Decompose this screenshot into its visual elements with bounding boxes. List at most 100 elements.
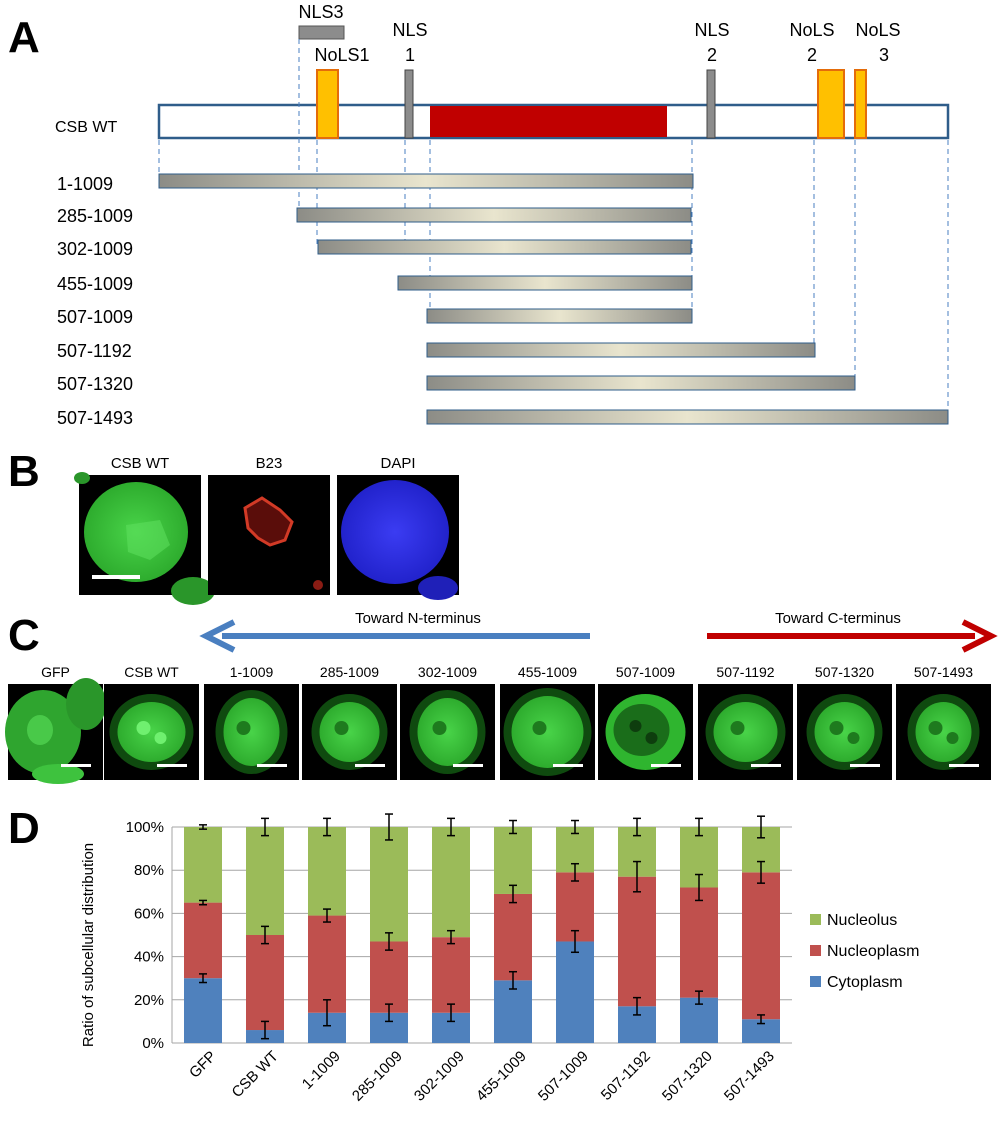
y-tick-label: 60% <box>134 905 164 922</box>
nls1-number: 1 <box>405 45 415 65</box>
construct-guide-lines <box>158 39 949 410</box>
error-bar <box>571 929 579 954</box>
construct-bar <box>158 173 694 189</box>
error-bar <box>323 908 331 923</box>
panel-label-a: A <box>8 13 40 62</box>
x-tick-label: CSB WT <box>229 1048 282 1101</box>
nols2-box <box>817 69 845 139</box>
image-label: 507-1493 <box>914 664 973 680</box>
construct-bar <box>426 342 816 358</box>
y-axis-label: Ratio of subcellular distribution <box>80 843 97 1047</box>
scale-bar <box>949 764 979 767</box>
bar-segment-nucleolus <box>370 827 408 942</box>
construct-bar <box>397 275 693 291</box>
legend-label: Nucleoplasm <box>827 943 919 960</box>
csb-wt-label: CSB WT <box>55 119 117 136</box>
construct-label: 507-1192 <box>57 341 132 361</box>
error-bar <box>199 824 207 830</box>
panel-label-d: D <box>8 804 40 853</box>
y-tick-label: 80% <box>134 862 164 879</box>
error-bar <box>447 817 455 837</box>
image-label: 285-1009 <box>320 664 379 680</box>
error-bar <box>199 899 207 906</box>
image-label: CSB WT <box>124 664 179 680</box>
construct-label: 285-1009 <box>57 206 133 226</box>
x-tick-label: 1-1009 <box>299 1048 344 1093</box>
bar-segment-cytoplasm <box>742 1019 780 1043</box>
nols3-number: 3 <box>879 45 889 65</box>
error-bar <box>633 860 641 893</box>
bar-segment-cytoplasm <box>184 978 222 1043</box>
legend-swatch <box>810 945 821 956</box>
bar-segment-nucleoplasm <box>742 872 780 1020</box>
image-label: GFP <box>41 664 70 680</box>
scale-bar <box>92 575 140 579</box>
arrow-right-label: Toward C-terminus <box>775 610 901 627</box>
nls1-box <box>404 69 414 139</box>
error-bar <box>571 819 579 835</box>
x-tick-label: 302-1009 <box>411 1048 468 1105</box>
image-label: 302-1009 <box>418 664 477 680</box>
construct-label: 507-1493 <box>57 408 133 428</box>
cell-image <box>204 684 299 780</box>
nols2-number: 2 <box>807 45 817 65</box>
image-label: 507-1192 <box>716 664 774 680</box>
error-bar <box>261 925 269 945</box>
nls2-label: NLS <box>694 20 729 40</box>
cell-image <box>302 684 397 780</box>
bar-segment-cytoplasm <box>680 997 718 1043</box>
cell-image <box>797 684 892 780</box>
panel-b-header: B23 <box>256 455 283 472</box>
legend-label: Nucleolus <box>827 912 897 929</box>
error-bar <box>385 932 393 951</box>
error-bar <box>509 884 517 904</box>
bar-segment-nucleolus <box>184 827 222 903</box>
scale-bar <box>751 764 781 767</box>
legend-label: Cytoplasm <box>827 974 903 991</box>
bar-segment-nucleolus <box>432 827 470 938</box>
bar-segment-nucleolus <box>308 827 346 916</box>
image-label: 1-1009 <box>230 664 274 680</box>
error-bar <box>385 1003 393 1023</box>
error-bar <box>695 817 703 837</box>
cell-image <box>598 684 693 780</box>
error-bar <box>757 1014 765 1025</box>
construct-bar <box>426 375 856 391</box>
panel-b-header: DAPI <box>380 455 415 472</box>
x-tick-label: GFP <box>186 1048 220 1082</box>
x-tick-label: 507-1009 <box>535 1048 592 1105</box>
construct-bar <box>426 308 693 324</box>
error-bar <box>757 815 765 839</box>
bar-segment-nucleolus <box>494 827 532 894</box>
scale-bar <box>157 764 187 767</box>
scale-bar <box>850 764 880 767</box>
scale-bar <box>453 764 483 767</box>
nols1-label: NoLS1 <box>314 45 369 65</box>
nls2-box <box>706 69 716 139</box>
arrow-left-label: Toward N-terminus <box>355 610 481 627</box>
x-tick-label: 455-1009 <box>473 1048 530 1105</box>
construct-label: 1-1009 <box>57 174 113 194</box>
error-bar <box>633 817 641 837</box>
x-tick-label: 507-1320 <box>659 1048 716 1105</box>
scale-bar <box>355 764 385 767</box>
nls2-number: 2 <box>707 45 717 65</box>
bar-segment-nucleoplasm <box>680 887 718 998</box>
arrow-toward-c-terminus <box>707 619 998 653</box>
image-label: 507-1009 <box>616 664 675 680</box>
error-bar <box>633 996 641 1016</box>
nls3-box <box>298 25 345 40</box>
construct-label: 507-1009 <box>57 307 133 327</box>
cell-image <box>5 678 106 784</box>
construct-label: 507-1320 <box>57 374 133 394</box>
bar-segment-nucleoplasm <box>370 941 408 1013</box>
error-bar <box>447 1003 455 1023</box>
bar-segment-nucleoplasm <box>432 937 470 1013</box>
nls1-label: NLS <box>392 20 427 40</box>
error-bar <box>261 1020 269 1040</box>
y-tick-label: 0% <box>142 1035 164 1052</box>
panel-b-header: CSB WT <box>111 455 169 472</box>
bar-segment-nucleoplasm <box>618 876 656 1007</box>
cell-image <box>896 684 991 780</box>
